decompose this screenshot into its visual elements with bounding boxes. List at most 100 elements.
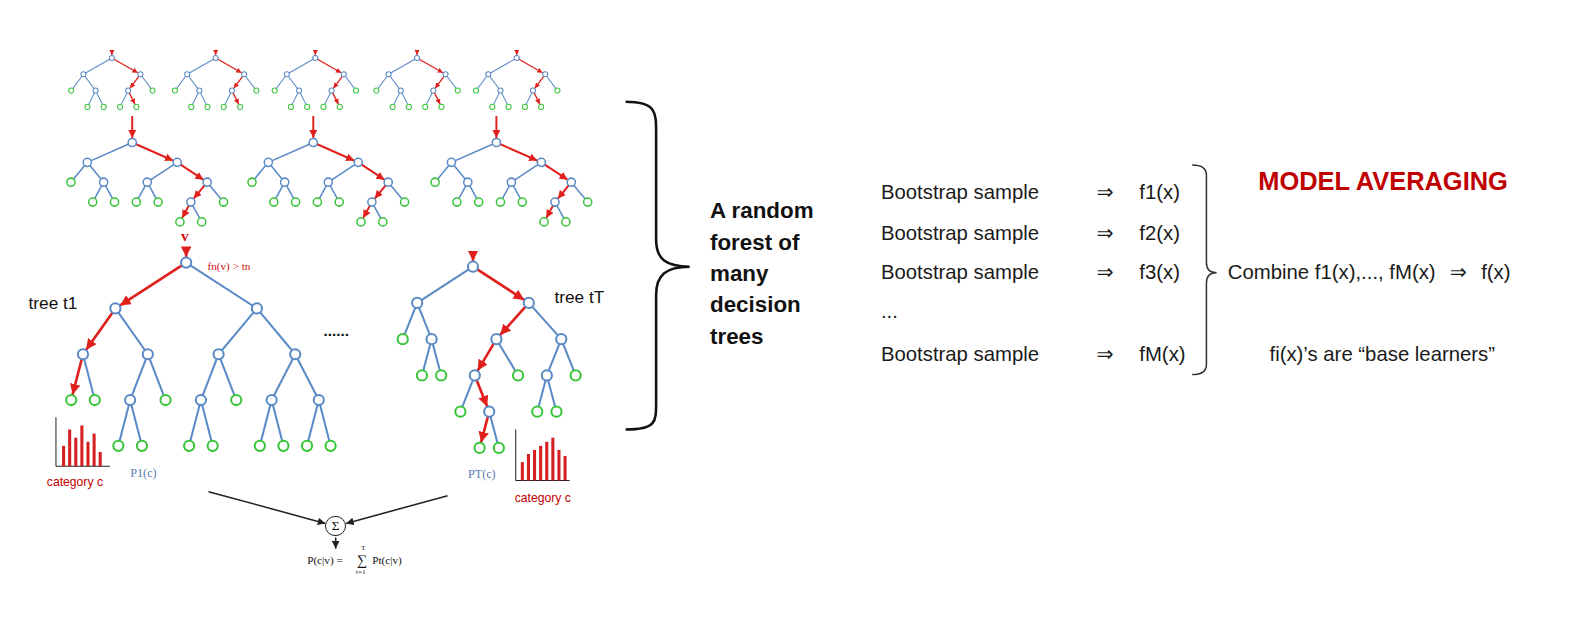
decision-tree (248, 116, 409, 226)
leaf-node (272, 88, 277, 93)
decision-path (112, 58, 138, 73)
tree-branch (529, 303, 561, 339)
leaf-node (325, 441, 335, 451)
split-node (173, 158, 181, 166)
decision-path (517, 58, 543, 73)
split-node (354, 158, 362, 166)
decision-path (73, 354, 83, 394)
leaf-node (302, 441, 312, 451)
input-arrow (312, 116, 314, 138)
leaf-node (555, 88, 560, 93)
histogram-bar (93, 434, 96, 467)
input-arrow (111, 50, 112, 55)
leaf-node (475, 443, 485, 453)
histogram (56, 417, 110, 466)
split-node (543, 72, 548, 77)
tree-name: tree t1 (28, 293, 77, 314)
leaf-node (584, 198, 592, 206)
tree-branch (328, 162, 358, 182)
decision-tree (172, 50, 258, 110)
split-node (187, 198, 195, 206)
implies-arrow: ⇒ (1097, 180, 1114, 204)
leaf-node (474, 88, 479, 93)
leaf-node (101, 104, 106, 109)
split-node (386, 72, 391, 77)
ellipsis: ...... (323, 322, 348, 340)
histogram-bar (527, 454, 530, 480)
decision-path (120, 263, 186, 306)
tree-branch (87, 143, 132, 163)
decision-tree (69, 50, 155, 110)
split-node (567, 178, 575, 186)
sum-circle: Σ (325, 516, 346, 537)
formula: P(c|v) = (307, 554, 343, 567)
leaf-node (221, 104, 226, 109)
split-node (464, 178, 472, 186)
split-node (556, 334, 566, 344)
histogram-bar (99, 452, 102, 466)
leaf-node (90, 395, 100, 405)
split-node (537, 158, 545, 166)
decision-path (417, 58, 443, 73)
leaf-node (254, 88, 259, 93)
split-node (313, 55, 318, 60)
split-node (143, 178, 151, 186)
histogram-bar (80, 425, 83, 466)
split-node (384, 178, 392, 186)
split-node (242, 72, 247, 77)
tree-name: tree tT (554, 287, 604, 308)
split-node (78, 349, 88, 359)
sum-arrow (346, 496, 448, 524)
split-node (412, 298, 422, 308)
input-label: v (181, 227, 189, 245)
leaf-node (255, 441, 265, 451)
split-node (185, 72, 190, 77)
tree-branch (118, 400, 130, 446)
leaf-node (219, 198, 227, 206)
leaf-node (117, 104, 122, 109)
split-node (213, 55, 218, 60)
tree-branch (268, 143, 313, 163)
split-node (542, 370, 552, 380)
note-text: fi(x)’s are “base learners” (1269, 342, 1495, 366)
split-node (426, 334, 436, 344)
split-node (125, 395, 135, 405)
tree-branch (417, 267, 473, 303)
tree-branch (488, 74, 500, 90)
base-learner: f1(x) (1139, 180, 1180, 204)
tree-branch (257, 308, 295, 354)
tree-group (66, 50, 592, 453)
split-node (284, 72, 289, 77)
base-learner: f2(x) (1139, 221, 1180, 245)
input-arrow (472, 254, 475, 261)
split-node (492, 138, 500, 146)
leaf-node (357, 218, 365, 226)
tree-branch (130, 354, 148, 400)
split-node (267, 395, 277, 405)
formula: Pt(c|v) (372, 554, 402, 567)
leaf-node (278, 441, 288, 451)
histogram-bar (86, 442, 89, 466)
split-node (203, 178, 211, 186)
split-node (314, 395, 324, 405)
sample-label: Bootstrap sample (881, 342, 1039, 366)
leaf-node (137, 441, 147, 451)
leaf-node (205, 104, 210, 109)
split-node (100, 178, 108, 186)
leaf-node (132, 198, 140, 206)
histogram-bar (521, 462, 524, 480)
leaf-node (494, 443, 504, 453)
histogram-bar (564, 456, 567, 480)
ensemble-output: f(x) (1481, 260, 1510, 284)
split-node (415, 55, 420, 60)
leaf-node (455, 88, 460, 93)
base-learner: fM(x) (1139, 342, 1185, 366)
leaf-node (184, 441, 194, 451)
split-node (498, 88, 503, 93)
tree-branch (511, 162, 541, 182)
split-node (447, 158, 455, 166)
decision-path (132, 143, 173, 161)
curly-brace (626, 102, 690, 430)
tree-branch (260, 400, 272, 446)
split-test: fn(v) > tn (208, 260, 251, 273)
